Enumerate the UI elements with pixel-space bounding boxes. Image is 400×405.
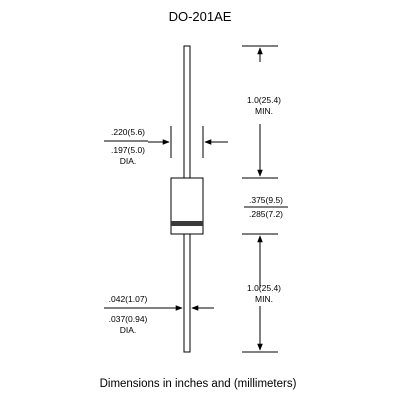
cathode-band [171, 221, 203, 226]
body-length-max-label: .375(9.5) [249, 195, 283, 205]
bottom-lead [183, 233, 191, 353]
body-diameter-max-label: .220(5.6) [111, 127, 145, 137]
top-lead [183, 45, 191, 179]
lead-diameter-note: DIA. [120, 325, 137, 335]
body-diameter-min-label: .197(5.0) [111, 145, 145, 155]
body-length-dimension: .375(9.5) .285(7.2) [242, 177, 288, 235]
bottom-lead-length-dimension: 1.0(25.4) MIN. [242, 235, 281, 353]
body-length-min-label: .285(7.2) [249, 209, 283, 219]
top-lead-length-note: MIN. [255, 106, 273, 116]
body-diameter-note: DIA. [120, 156, 137, 166]
lead-diameter-dimension: .042(1.07) .037(0.94) DIA. [104, 292, 214, 335]
page-title: DO-201AE [169, 9, 232, 24]
body-diameter-dimension: .220(5.6) .197(5.0) DIA. [104, 126, 228, 166]
top-lead-length-label: 1.0(25.4) [247, 95, 281, 105]
dimensions-caption: Dimensions in inches and (millimeters) [100, 378, 297, 390]
top-lead-length-dimension: 1.0(25.4) MIN. [242, 45, 281, 177]
lead-diameter-min-label: .037(0.94) [109, 314, 148, 324]
lead-diameter-max-label: .042(1.07) [109, 294, 148, 304]
bottom-lead-length-label: 1.0(25.4) [247, 283, 281, 293]
bottom-lead-length-note: MIN. [255, 294, 273, 304]
